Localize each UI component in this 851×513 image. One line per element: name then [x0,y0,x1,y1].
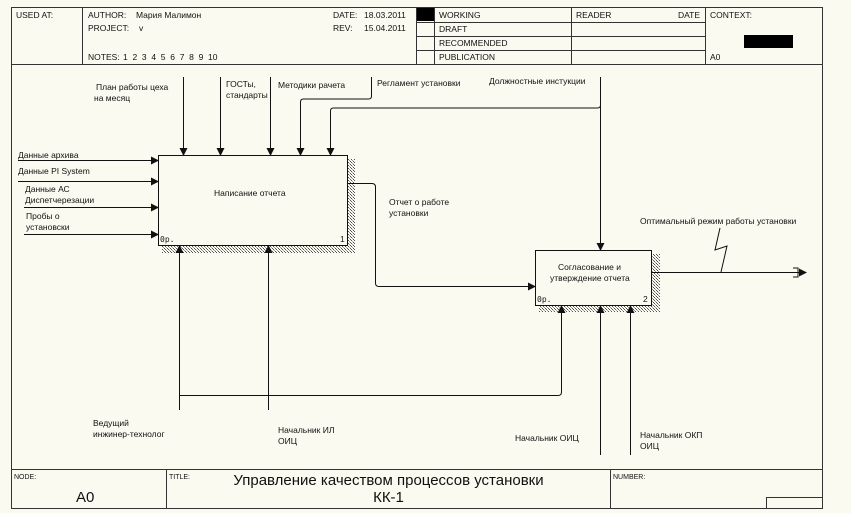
number-label: NUMBER: [613,474,646,481]
activity-1-cost: 0р. [160,235,175,244]
control-label-5: Должностные инстукции [489,76,586,86]
status-draft: DRAFT [439,24,468,34]
internal-arrow-label-a: Отчет о работе [389,197,450,207]
title-label: TITLE: [169,474,191,481]
status-recommended: RECOMMENDED [439,38,508,48]
context-label: CONTEXT: [710,10,753,20]
activity-2-cost: 0р. [537,295,552,304]
mechanism-label-1a: Ведущий [93,418,129,428]
notes-value: 1 2 3 4 5 6 7 8 9 10 [123,52,218,62]
mechanism-label-2b: ОИЦ [278,436,298,446]
tunnel-icon [793,267,799,278]
status-working: WORKING [439,10,481,20]
control-arrow-4[interactable] [296,77,372,156]
mechanism-label-1b: инжинер-технолог [93,429,165,439]
activity-1-label: Написание отчета [214,188,286,198]
notes-label: NOTES: [88,52,120,62]
input-label-1: Данные архива [18,150,79,160]
activity-2-number: 2 [643,294,648,304]
activity-box-2[interactable] [535,250,652,306]
author-value: Мария Малимон [136,10,202,20]
diagram-title-line1: Управление качеством процессов установки [233,472,544,489]
author-label: AUTHOR: [88,10,127,20]
input-label-3a: Данные АС [25,184,70,194]
input-label-2: Данные PI System [18,166,90,176]
internal-arrow[interactable] [348,183,536,291]
project-value: v [139,23,144,33]
reader-date-label: DATE [678,10,701,20]
mechanism-label-4a: Начальник ОКП [640,430,703,440]
activity-box-1[interactable] [158,155,348,246]
project-label: PROJECT: [88,23,130,33]
mechanism-label-3: Начальник ОИЦ [515,433,579,443]
control-label-2a: ГОСТы, [226,79,256,89]
rev-label: REV: [333,23,353,33]
node-label: NODE: [14,474,37,481]
used-at-label: USED AT: [16,10,54,20]
mechanism-arrow-1-branch[interactable] [180,305,566,396]
frame-border [11,7,823,509]
control-label-4: Регламент установки [377,78,461,88]
status-publication: PUBLICATION [439,52,496,62]
output-squiggle [714,227,728,273]
input-label-4a: Пробы о [26,211,60,221]
context-thumbnail [744,35,793,48]
reader-label: READER [576,10,612,20]
control-label-2b: стандарты [226,90,268,100]
control-label-1a: План работы цеха [96,82,169,92]
activity-2-label-b: утверждение отчета [550,273,630,283]
context-node: A0 [710,52,721,62]
diagram-title-line2: КК-1 [373,489,404,506]
node-value: A0 [76,489,95,506]
rev-value: 15.04.2011 [364,23,406,33]
control-label-3: Методики рачета [278,80,346,90]
mechanism-label-4b: ОИЦ [640,441,660,451]
date-label: DATE: [333,10,358,20]
activity-2-label-a: Согласование и [558,262,621,272]
input-label-3b: Диспетчерезации [25,195,95,205]
output-label: Оптимальный режим работы установки [640,216,797,226]
input-label-4b: установски [26,222,70,232]
mechanism-label-2a: Начальник ИЛ [278,425,335,435]
date-value: 18.03.2011 [364,10,406,20]
control-label-1b: на месяц [94,93,131,103]
working-indicator [417,8,434,21]
activity-1-number: 1 [340,234,345,244]
internal-arrow-label-b: установки [389,208,429,218]
